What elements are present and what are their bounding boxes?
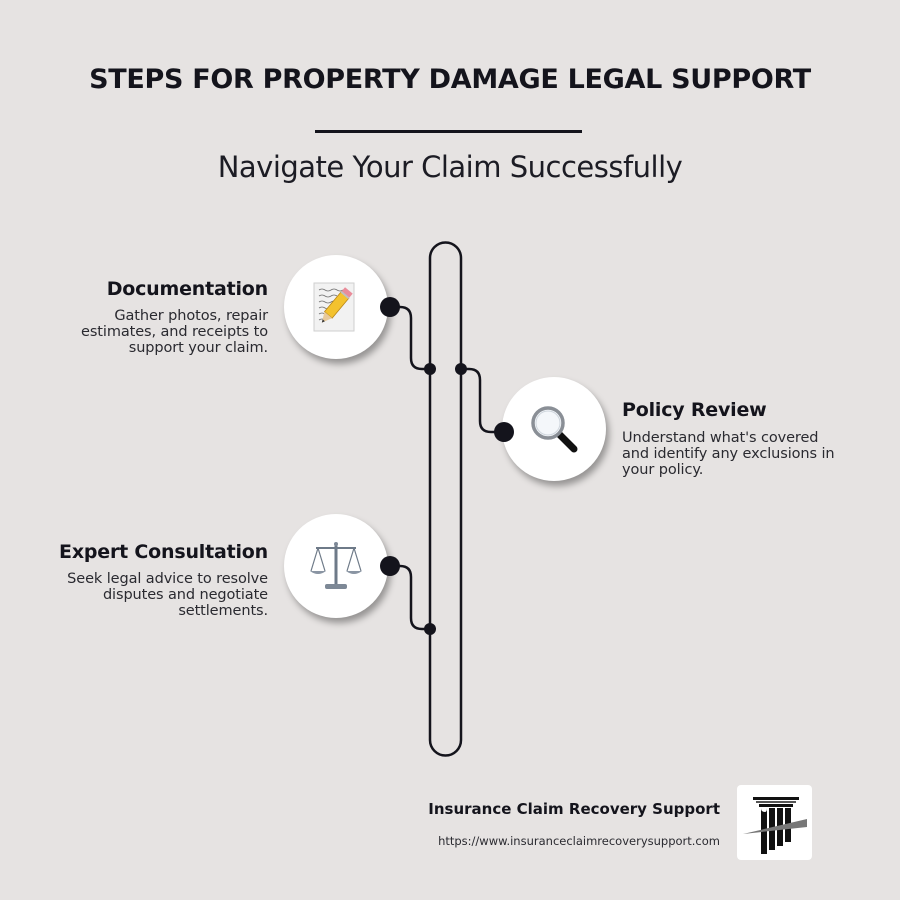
title-divider xyxy=(315,130,582,133)
junction-dot xyxy=(424,363,436,375)
step-icon-circle-expert-consultation xyxy=(284,514,388,618)
connector-policy-review xyxy=(461,367,504,434)
step-description-expert-consultation: Seek legal advice to resolve disputes an… xyxy=(67,571,268,619)
step-icon-circle-documentation xyxy=(284,255,388,359)
magnifying-glass-icon xyxy=(531,406,578,453)
junction-dot xyxy=(424,623,436,635)
company-logo xyxy=(737,785,812,860)
junction-dot xyxy=(455,363,467,375)
step-title-policy-review: Policy Review xyxy=(622,399,767,421)
step-title-expert-consultation: Expert Consultation xyxy=(59,541,268,563)
step-description-documentation: Gather photos, repair estimates, and rec… xyxy=(81,308,268,356)
connector-expert-consultation xyxy=(390,564,430,631)
balance-scale-icon xyxy=(310,542,362,589)
step-title-documentation: Documentation xyxy=(106,278,269,300)
step-icon-circle-policy-review xyxy=(502,377,606,481)
company-name: Insurance Claim Recovery Support xyxy=(428,800,720,818)
memo-pencil-icon xyxy=(313,282,355,332)
column-pillar-logo xyxy=(743,797,807,854)
connector-documentation xyxy=(390,305,430,371)
page-subtitle: Navigate Your Claim Successfully xyxy=(217,150,683,184)
page-title: STEPS FOR PROPERTY DAMAGE LEGAL SUPPORT xyxy=(89,64,811,95)
company-url[interactable]: https://www.insuranceclaimrecoverysuppor… xyxy=(438,834,720,848)
timeline-track xyxy=(428,241,463,757)
step-description-policy-review: Understand what's covered and identify a… xyxy=(622,430,835,478)
